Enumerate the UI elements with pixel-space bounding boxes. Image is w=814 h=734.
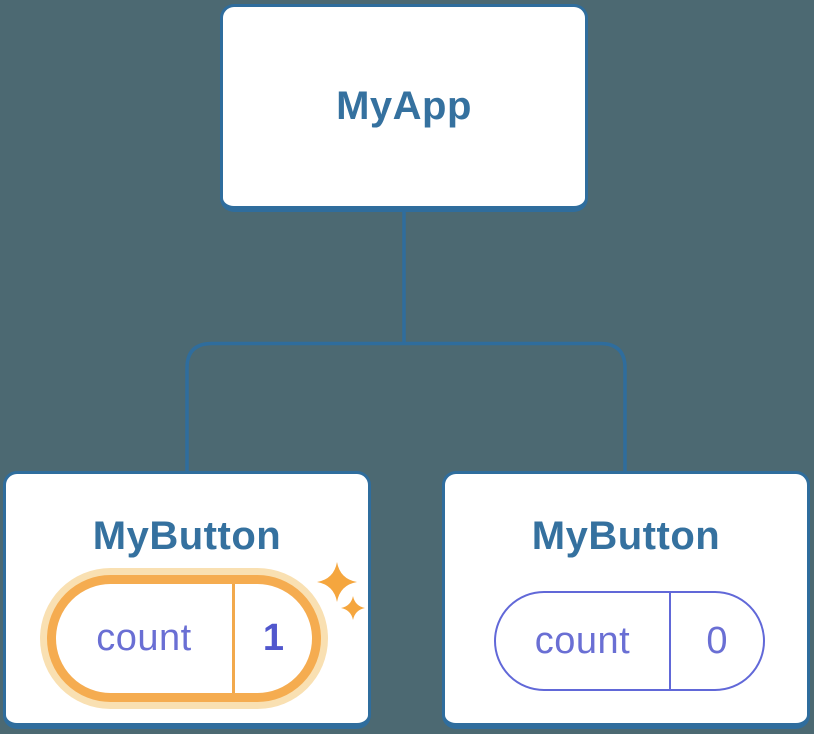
pill-divider: [232, 584, 235, 693]
pill-divider: [669, 593, 671, 689]
node-title: MyButton: [92, 514, 282, 558]
component-node-myapp: MyApp: [220, 4, 588, 212]
node-title: MyButton: [531, 514, 721, 558]
state-key-label: count: [96, 617, 192, 659]
state-value: 0: [706, 619, 728, 662]
node-title: MyApp: [336, 84, 472, 128]
state-pill-highlighted: count 1: [47, 575, 321, 702]
state-value: 1: [262, 617, 285, 659]
component-node-mybutton-active: MyButton count 1: [3, 471, 371, 729]
sparkle-icon: [317, 562, 365, 620]
state-pill: count 0: [494, 591, 765, 691]
component-node-mybutton-idle: MyButton count 0: [442, 471, 810, 729]
state-key-label: count: [534, 619, 631, 662]
